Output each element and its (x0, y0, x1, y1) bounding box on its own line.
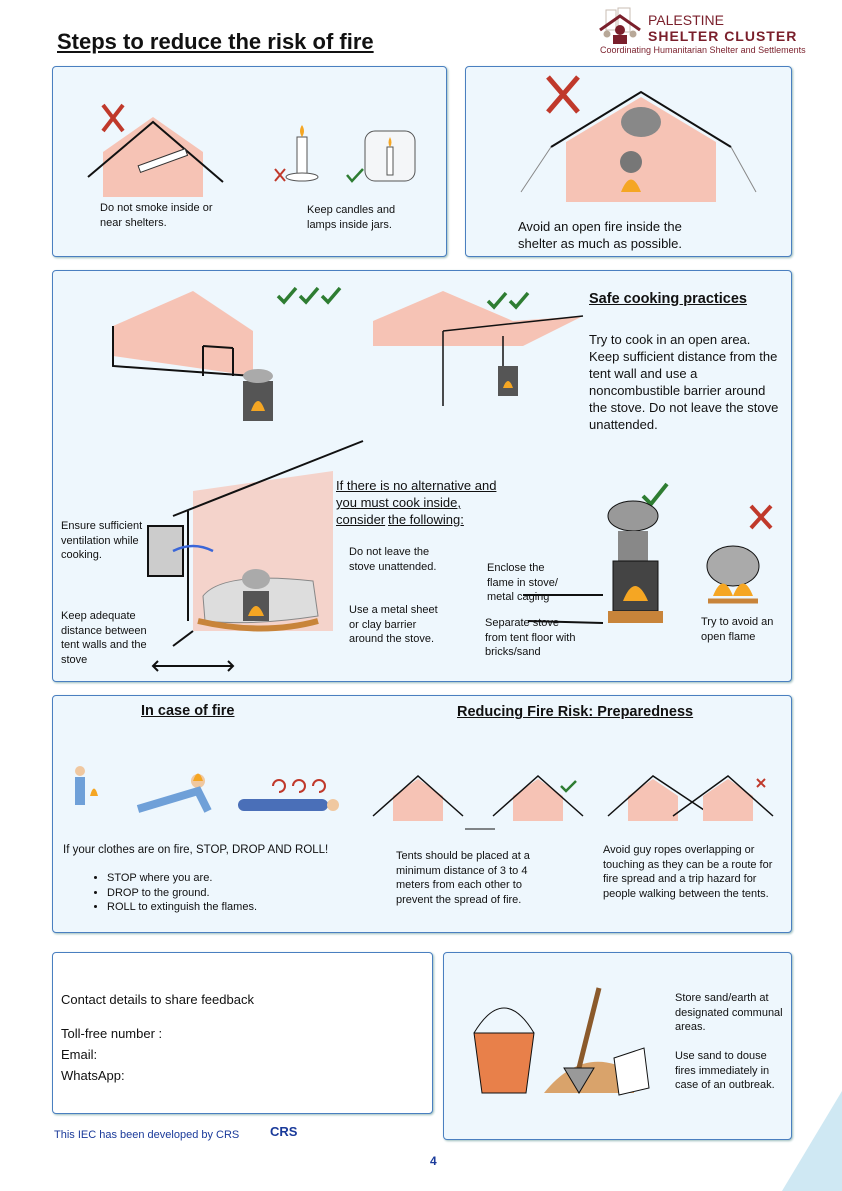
cooking-heading: Safe cooking practices (589, 291, 747, 307)
distance-text: Keep adequate distance between tent wall… (61, 610, 147, 666)
inside-heading-3b: the following: (388, 512, 464, 527)
logo-houses-icon (599, 7, 641, 44)
panel-fire-preparedness: In case of fire Reducing Fire Risk: Prep… (52, 695, 792, 933)
panel-contact: Contact details to share feedback Toll-f… (52, 952, 433, 1114)
panel-cooking: Safe cooking practices Try to cook in an… (52, 270, 792, 682)
fire-step: ROLL to extinguish the flames. (107, 900, 257, 915)
contact-title: Contact details to share feedback (61, 992, 254, 1007)
preparedness-heading: Reducing Fire Risk: Preparedness (457, 704, 694, 720)
candle-jar-illustration (274, 125, 416, 183)
logo-line2: SHELTER CLUSTER (648, 28, 798, 44)
open-fire-text: Avoid an open fire inside the shelter as… (518, 219, 683, 251)
inside-heading-1: If there is no alternative and (336, 478, 497, 493)
footer-credit: This IEC has been developed by CRS (54, 1129, 240, 1141)
page-title: Steps to reduce the risk of fire (57, 29, 374, 54)
panel-smoking-candles: Do not smoke inside or near shelters. Ke… (52, 66, 447, 257)
barrier-text: Use a metal sheet or clay barrier around… (349, 604, 438, 645)
crs-logo: CRS (270, 1124, 298, 1139)
store-sand-text: Store sand/earth at designated communal … (675, 992, 783, 1033)
stove-comparison-illustration (523, 482, 773, 624)
logo-line1: PALESTINE (648, 12, 724, 28)
corner-decoration (782, 1091, 842, 1191)
email-label: Email: (61, 1047, 98, 1062)
tent-spacing-illustration (372, 774, 774, 830)
no-smoking-text: Do not smoke inside or near shelters. (100, 202, 213, 229)
fire-steps-list: STOP where you are. DROP to the ground. … (63, 871, 257, 915)
avoid-flame-text: Try to avoid an open flame (701, 616, 774, 643)
fire-step: DROP to the ground. (107, 886, 257, 901)
shelter-cluster-logo: PALESTINE SHELTER CLUSTER Coordinating H… (598, 7, 806, 58)
indoor-cooking-illustration (147, 440, 364, 672)
whatsapp-label: WhatsApp: (61, 1068, 125, 1083)
stop-drop-roll-illustration (75, 766, 339, 813)
tollfree-label: Toll-free number : (61, 1026, 163, 1041)
unattended-text: Do not leave the stove unattended. (349, 546, 437, 573)
cooking-intro: Try to cook in an open area. Keep suffic… (589, 332, 779, 432)
tent-open-fire-illustration (520, 75, 757, 202)
separate-text: Separate stove from tent floor with bric… (485, 617, 576, 658)
logo-tagline: Coordinating Humanitarian Shelter and Se… (600, 45, 806, 55)
in-case-of-fire-heading: In case of fire (141, 703, 235, 719)
fire-intro: If your clothes are on fire, STOP, DROP … (63, 844, 329, 856)
sand-bucket-shovel-illustration (473, 987, 650, 1096)
ventilation-text: Ensure sufficient ventilation while cook… (61, 520, 143, 561)
fire-step: STOP where you are. (107, 871, 257, 886)
enclose-text: Enclose the flame in stove/ metal caging (487, 562, 558, 603)
candles-text: Keep candles and lamps inside jars. (307, 204, 396, 231)
tent-no-smoking-illustration (87, 103, 224, 197)
panel-open-fire: Avoid an open fire inside the shelter as… (465, 66, 792, 257)
douse-sand-text: Use sand to douse fires immediately in c… (675, 1050, 775, 1091)
tent-outdoor-cooking-illustration (112, 286, 584, 421)
guy-ropes-text: Avoid guy ropes overlapping or touching … (603, 844, 773, 900)
panel-sand: Store sand/earth at designated communal … (443, 952, 792, 1140)
page-number: 4 (430, 1154, 437, 1168)
inside-heading-3a: consider (336, 512, 386, 527)
inside-heading-2: you must cook inside, (336, 495, 462, 510)
tent-distance-text: Tents should be placed at a minimum dist… (396, 850, 530, 906)
